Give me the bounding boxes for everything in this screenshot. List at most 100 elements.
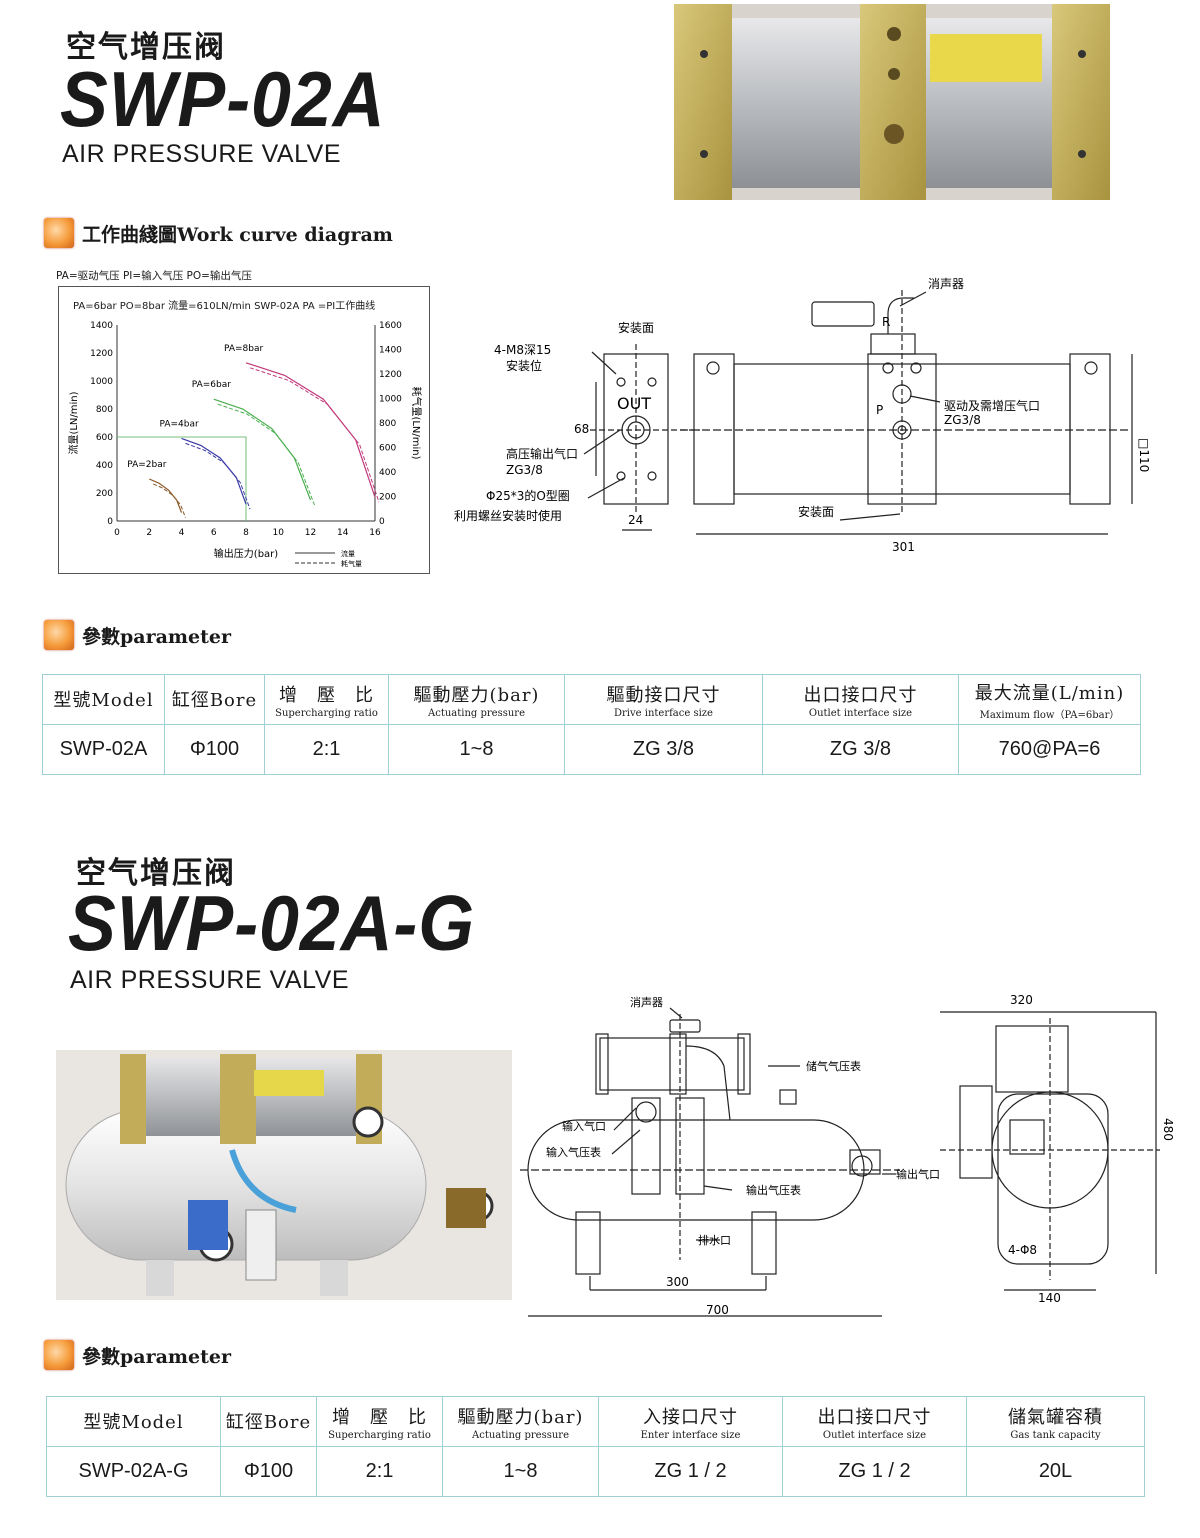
table-cell-tank-capacity: 20L [966, 1446, 1145, 1497]
y-tick-label: 600 [96, 433, 113, 443]
table-header-cell: 型號Model [42, 674, 165, 725]
dim-700: 700 [706, 1303, 729, 1317]
table-cell-inlet-size: ZG 1 / 2 [598, 1446, 783, 1497]
y-tick-label: 200 [96, 489, 113, 499]
table-row: SWP-02A Φ100 2:1 1~8 ZG 3/8 ZG 3/8 760@P… [42, 724, 1141, 775]
legend-dashed-label: 耗气量 [341, 559, 362, 568]
y2-tick-label: 1400 [379, 346, 402, 356]
product-title-cn: 空气增压阀 [66, 30, 226, 65]
x-tick-label: 16 [369, 528, 381, 538]
hp-outlet-thread: ZG3/8 [506, 463, 543, 477]
x-tick-label: 0 [114, 528, 120, 538]
y-tick-label: 1000 [90, 377, 113, 387]
table-header-cell: 最大流量(L/min)Maximum flow（PA=6bar） [958, 674, 1141, 725]
y-axis-label: 流量(LN/min) [67, 391, 80, 454]
work-curve-heading: 工作曲綫圖Work curve diagram [44, 218, 393, 248]
y2-tick-label: 400 [379, 468, 396, 478]
table-cell-bore: Φ100 [164, 724, 265, 775]
table-cell-outlet-size: ZG 1 / 2 [782, 1446, 967, 1497]
series-label: PA=4bar [160, 419, 200, 429]
series-label: PA=6bar [192, 380, 232, 390]
table-cell-model: SWP-02A-G [46, 1446, 221, 1497]
bolt-holes-label: 4-M8深15 [494, 343, 551, 357]
product-title-cn-2: 空气增压阀 [76, 856, 236, 891]
series-consumption-line [153, 483, 186, 518]
drive-port-label: 驱动及需增压气口 [944, 398, 1040, 413]
product-subtitle-2: AIR PRESSURE VALVE [70, 966, 349, 994]
product-subtitle: AIR PRESSURE VALVE [62, 140, 341, 168]
table-row: SWP-02A-G Φ100 2:1 1~8 ZG 1 / 2 ZG 1 / 2… [46, 1446, 1145, 1497]
tank-gauge-label: 储气气压表 [806, 1059, 861, 1073]
oring-label-2: 利用螺丝安装时使用 [454, 508, 562, 523]
series-line [181, 437, 247, 505]
x-tick-label: 2 [146, 528, 152, 538]
param-heading-2: 參數parameter [44, 1340, 231, 1370]
table-cell-max-flow: 760@PA=6 [958, 724, 1141, 775]
y2-tick-label: 600 [379, 444, 396, 454]
x-tick-label: 4 [179, 528, 185, 538]
y-tick-label: 1200 [90, 349, 113, 359]
y-tick-label: 800 [96, 405, 113, 415]
series-line [213, 398, 312, 501]
x-tick-label: 14 [337, 528, 349, 538]
work-curve-chart-frame: PA=6bar PO=8bar 流量=610LN/min SWP-02A PA … [58, 286, 430, 574]
y-tick-label: 0 [107, 517, 113, 527]
y-tick-label: 1400 [90, 321, 113, 331]
chart-legend-line: PA=驱动气压 PI=输入气压 PO=输出气压 [56, 270, 252, 282]
table-cell-bore: Φ100 [220, 1446, 317, 1497]
section-marker-icon [44, 218, 74, 248]
valve-product-photo [674, 4, 1110, 200]
table-header-cell: 驅動壓力(bar)Actuating pressure [388, 674, 565, 725]
x-axis-label: 输出压力(bar) [214, 547, 278, 560]
y2-tick-label: 200 [379, 493, 396, 503]
y2-tick-label: 800 [379, 419, 396, 429]
tank-dimension-drawing: 消声器 储气气压表 输入气口 输入气压表 输出气压表 输出气口 排水口 300 … [520, 993, 1175, 1317]
product-model: SWP-02A [60, 55, 386, 143]
series-consumption-line [185, 442, 251, 510]
table-cell-drive-size: ZG 3/8 [564, 724, 763, 775]
p-port-label: P [876, 403, 883, 417]
reference-marker [117, 436, 247, 521]
series-consumption-line [249, 367, 380, 503]
table-cell-ratio: 2:1 [316, 1446, 443, 1497]
tank-product-photo [56, 1050, 512, 1300]
table-header-cell: 缸徑Bore [220, 1396, 317, 1447]
param-heading-2-label: 參數parameter [82, 1345, 231, 1368]
dim-300: 300 [666, 1275, 689, 1289]
section-marker-icon [44, 620, 74, 650]
outlet-gauge-label: 输出气压表 [746, 1183, 801, 1197]
hp-outlet-label: 高压输出气口 [506, 446, 578, 461]
y-tick-label: 400 [96, 461, 113, 471]
y2-tick-label: 1200 [379, 370, 402, 380]
series-line [245, 362, 376, 498]
r-port-label: R [882, 315, 890, 329]
dim-480: 480 [1161, 1118, 1175, 1141]
bolt-holes-label-2: 安装位 [506, 358, 542, 373]
x-tick-label: 6 [211, 528, 217, 538]
section-marker-icon [44, 1340, 74, 1370]
work-curve-heading-label: 工作曲綫圖Work curve diagram [82, 223, 393, 246]
drain-label: 排水口 [698, 1233, 731, 1247]
param-heading-1-label: 參數parameter [82, 625, 231, 648]
table-cell-pressure: 1~8 [442, 1446, 599, 1497]
series-label: PA=2bar [127, 460, 167, 470]
table-header-cell: 缸徑Bore [164, 674, 265, 725]
valve-dimension-drawing: 安装面 4-M8深15 安装位 OUT 68 高压输出气口 ZG3/8 Φ25*… [454, 277, 1151, 554]
mount-face-label: 安装面 [618, 320, 654, 335]
y2-tick-label: 0 [379, 517, 385, 527]
inlet-label: 输入气口 [562, 1119, 606, 1133]
drive-port-thread: ZG3/8 [944, 413, 981, 427]
series-line [149, 478, 183, 513]
